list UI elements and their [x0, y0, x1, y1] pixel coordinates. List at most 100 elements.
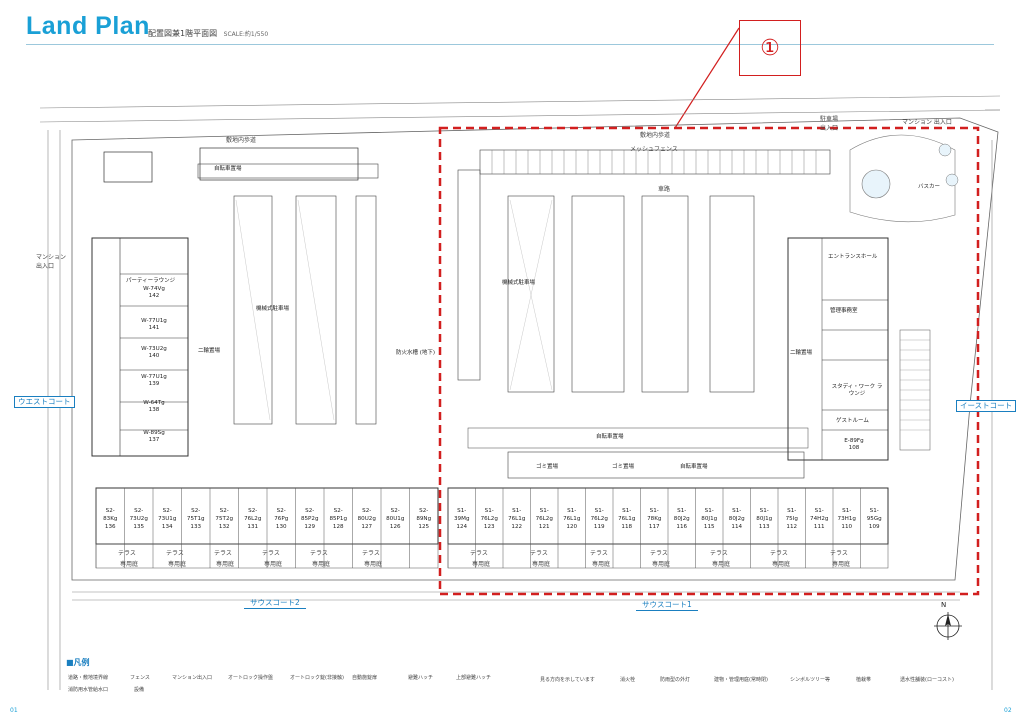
unit-type: S1-76L1g: [618, 508, 636, 522]
fire-water-tank: 防火水槽 (地下): [396, 350, 436, 356]
unit-type: E-89Fg: [844, 438, 864, 444]
compass-north-label: N: [941, 601, 947, 609]
bike-parking-2: 二輪置場: [790, 350, 813, 356]
unit-type: S2-83Kg: [103, 508, 118, 522]
unit-type: S2-80U2g: [357, 508, 376, 522]
unit-number: 112: [786, 524, 798, 530]
trash-1: ゴミ置場: [536, 464, 559, 470]
unit-number: 142: [148, 293, 160, 299]
callout-leader: [674, 27, 740, 129]
east-unit: E-89Fg 108: [824, 438, 884, 452]
unit-type: S2-76Pg: [274, 508, 289, 522]
mansion-entrance-left: マンション 出入口: [36, 254, 67, 270]
legend-item: マンション出入口: [172, 675, 213, 681]
unit-number: 116: [676, 524, 688, 530]
unit-number: 124: [456, 524, 468, 530]
page-subtitle: 配置図兼1階平面図 SCALE:約1/550: [148, 28, 268, 39]
unit-type: S1-76L2g: [535, 508, 553, 522]
mechanical-parking-1: 機械式駐車場: [502, 280, 536, 286]
page-header: Land Plan 配置図兼1階平面図 SCALE:約1/550: [0, 0, 1024, 48]
garden-label: 専用庭: [264, 561, 283, 568]
terrace-label: テラス: [362, 550, 380, 557]
unit-type: S2-75T2g: [215, 508, 234, 522]
garden-label: 専用庭: [120, 561, 139, 568]
terrace-label: テラス: [590, 550, 608, 557]
unit-type: S1-76L1g: [563, 508, 581, 522]
legend-title: ■凡例: [66, 658, 90, 667]
terrace-label: テラス: [262, 550, 280, 557]
highlight-area-1: [438, 126, 980, 596]
management-label: 管理事務室: [830, 308, 858, 314]
garden-label: 専用庭: [532, 561, 551, 568]
party-lounge-label: パーティーラウンジ: [126, 278, 176, 284]
unit-number: 134: [161, 524, 173, 530]
south-unit: S2-89Ng 125: [413, 496, 434, 542]
garden-label: 専用庭: [472, 561, 491, 568]
unit-type: S1-76L2g: [480, 508, 498, 522]
unit-number: 115: [703, 524, 715, 530]
unit-number: 111: [813, 524, 825, 530]
unit-type: S1-80J2g: [673, 508, 690, 522]
scale-label: SCALE:約1/550: [223, 31, 269, 38]
terrace-label: テラス: [214, 550, 232, 557]
bicycle-3: 自転車置場: [596, 434, 624, 440]
south-unit: S1-76L2g 123: [479, 496, 500, 542]
terrace-label: テラス: [770, 550, 788, 557]
subtitle-text: 配置図兼1階平面図: [148, 29, 218, 38]
legend-item: 消防用水管給水口: [68, 687, 109, 693]
guest-room-label: ゲストルーム: [836, 418, 869, 424]
bicycle-1: 自転車置場: [214, 166, 242, 172]
south-unit: S1-95Gg 109: [864, 496, 885, 542]
callout-marker: ①: [739, 20, 801, 76]
legend-item: 植栽帯: [856, 677, 872, 683]
legend-item: 見る方向を示しています: [540, 677, 595, 683]
page-title: Land Plan: [26, 12, 150, 40]
header-divider: [26, 44, 994, 45]
legend-item: 道路・敷地境界線: [68, 675, 109, 681]
terrace-label: テラス: [166, 550, 184, 557]
terrace-label: テラス: [650, 550, 668, 557]
unit-number: 125: [418, 524, 430, 530]
unit-number: 140: [148, 353, 160, 359]
unit-number: 117: [648, 524, 660, 530]
legend-item: 透水性舗装(ローコスト): [900, 677, 954, 683]
unit-type: S2-89Ng: [416, 508, 432, 522]
unit-type: S1-78Kg: [647, 508, 662, 522]
compass-icon: [934, 612, 962, 640]
south2-court-label: サウスコート2: [244, 598, 306, 609]
page-number-left: 01: [10, 707, 18, 714]
terrace-label: テラス: [118, 550, 136, 557]
unit-type: S1-95Gg: [866, 508, 882, 522]
unit-number: 109: [868, 524, 880, 530]
unit-number: 139: [148, 381, 160, 387]
bicycle-2: 自転車置場: [680, 464, 708, 470]
unit-type: S1-80J1g: [756, 508, 773, 522]
bike-parking-1: 二輪置場: [198, 348, 221, 354]
unit-type: S2-85P1g: [329, 508, 348, 522]
unit-type: W-64Tg: [143, 400, 165, 406]
terrace-label: テラス: [470, 550, 488, 557]
garden-label: 専用庭: [364, 561, 383, 568]
west-court-label: ウエストコート: [14, 396, 75, 408]
mansion-entrance-top: マンション 出入口: [902, 119, 952, 126]
unit-type: S1-73H1g: [837, 508, 856, 522]
legend-item: シンボルツリー等: [790, 677, 831, 683]
terrace-label: テラス: [310, 550, 328, 557]
unit-number: 123: [483, 524, 495, 530]
unit-type: W-89Sg: [143, 430, 165, 436]
garden-label: 専用庭: [652, 561, 671, 568]
